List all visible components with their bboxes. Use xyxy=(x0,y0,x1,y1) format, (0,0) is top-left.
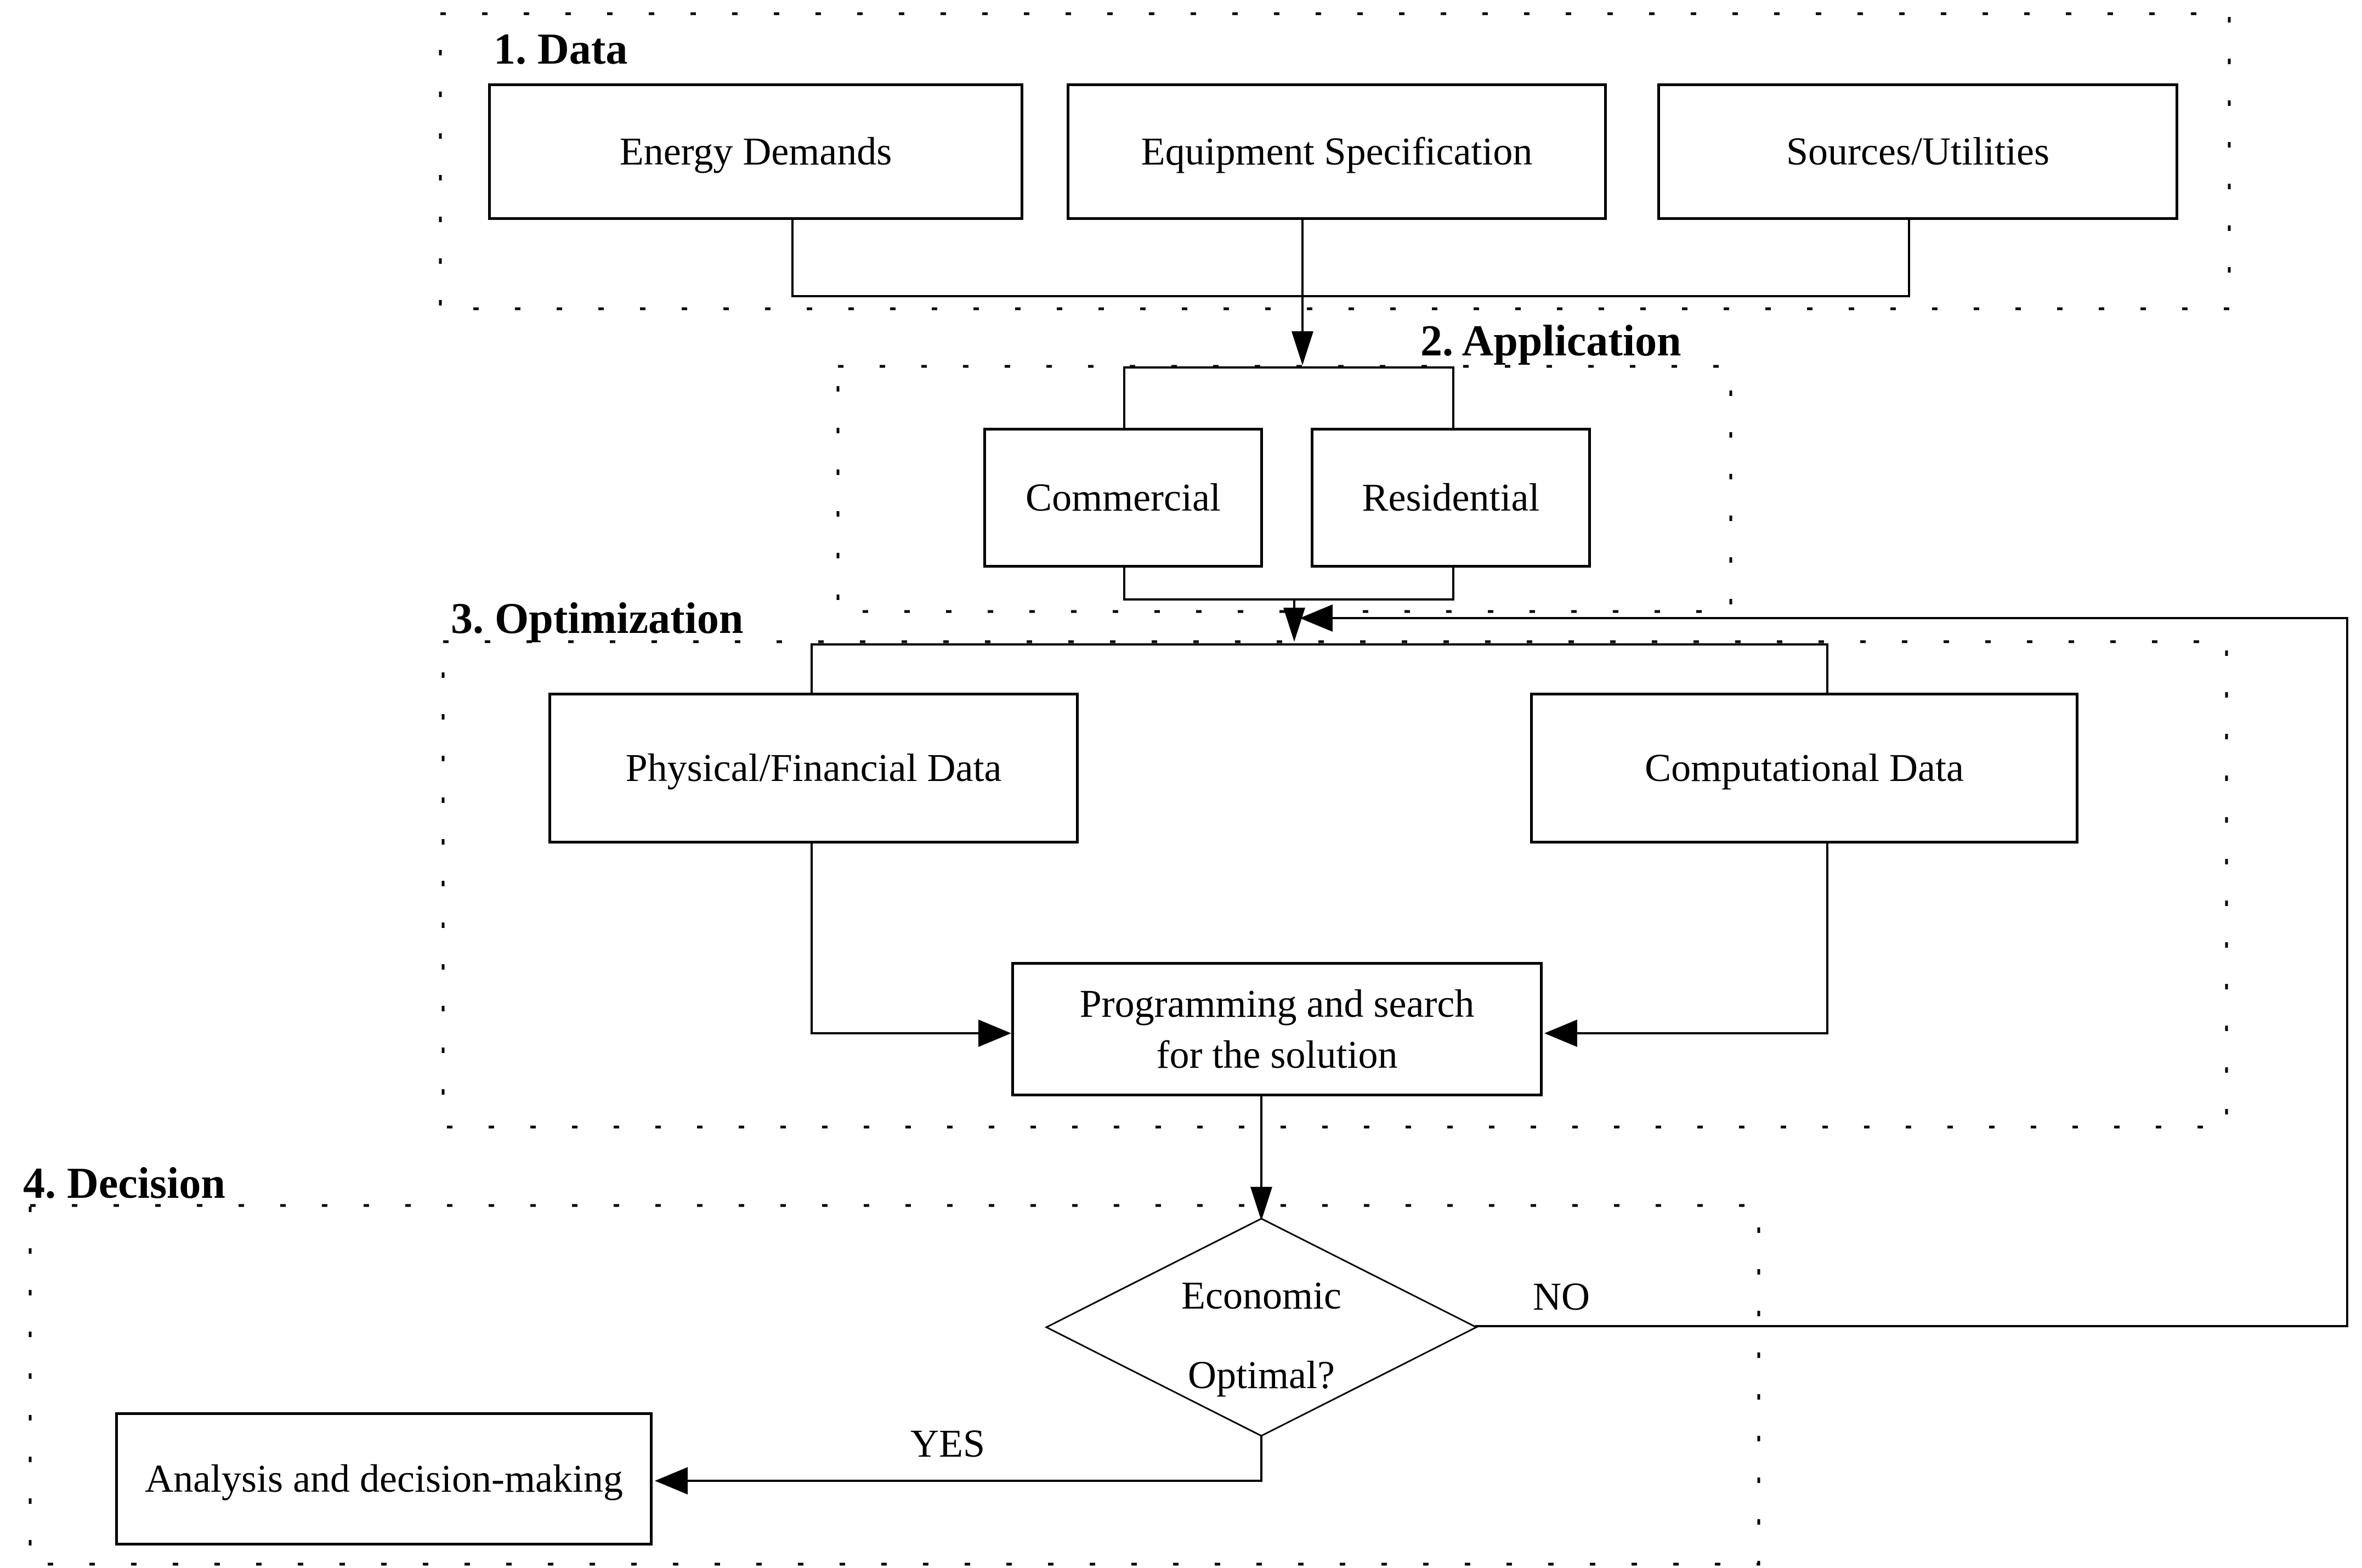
section-label-optimization: 3. Optimization xyxy=(451,595,744,643)
connector-yes-to-analysis xyxy=(688,1480,1262,1482)
arrowhead-no-feedback-icon xyxy=(1300,604,1333,632)
connector-computational-drop xyxy=(1826,643,1828,693)
section-label-decision: 4. Decision xyxy=(23,1159,225,1208)
edge-label-yes: YES xyxy=(910,1422,985,1465)
arrowhead-into-analysis-icon xyxy=(655,1467,688,1495)
connector-residential-down xyxy=(1452,568,1454,601)
arrowhead-down-to-application-icon xyxy=(1292,331,1313,365)
connector-application-merge-bar xyxy=(1123,598,1454,601)
node-physical-financial-data: Physical/Financial Data xyxy=(548,693,1079,844)
diamond-shape xyxy=(1044,1218,1479,1437)
node-analysis-decision-making-label: Analysis and decision-making xyxy=(145,1457,623,1501)
node-sources-utilities: Sources/Utilities xyxy=(1657,83,2178,220)
connector-energy-down xyxy=(791,220,794,297)
node-economic-optimal-text: Economic Optimal? xyxy=(1036,1256,1486,1415)
connector-no-feedback-bottom xyxy=(1475,1325,2348,1327)
section-label-application: 2. Application xyxy=(1420,317,1681,365)
section-optimization-border xyxy=(441,640,2228,1129)
connector-sources-down xyxy=(1908,220,1910,297)
connector-merge-down xyxy=(1293,598,1295,613)
node-energy-demands: Energy Demands xyxy=(488,83,1023,220)
node-computational-data: Computational Data xyxy=(1530,693,2078,844)
connector-no-feedback-top xyxy=(1333,617,2348,619)
connector-physical-drop xyxy=(811,643,813,693)
node-equipment-specification-label: Equipment Specification xyxy=(1141,129,1533,174)
connector-commercial-drop xyxy=(1123,366,1125,428)
connector-computational-down xyxy=(1826,844,1828,1034)
node-analysis-decision-making: Analysis and decision-making xyxy=(115,1412,653,1546)
arrowhead-into-programming-right-icon xyxy=(1544,1020,1577,1047)
node-computational-data-label: Computational Data xyxy=(1645,746,1964,790)
connector-commercial-down xyxy=(1123,568,1125,601)
node-economic-optimal-line1: Economic xyxy=(1181,1273,1341,1317)
section-application-border xyxy=(836,365,1732,613)
node-energy-demands-label: Energy Demands xyxy=(619,129,892,174)
arrowhead-down-to-decision-icon xyxy=(1250,1187,1272,1221)
node-economic-optimal-diamond xyxy=(1044,1218,1479,1437)
node-physical-financial-data-label: Physical/Financial Data xyxy=(625,746,1002,790)
node-commercial: Commercial xyxy=(983,428,1263,568)
node-commercial-label: Commercial xyxy=(1026,476,1221,520)
connector-physical-down xyxy=(811,844,813,1034)
node-equipment-specification: Equipment Specification xyxy=(1067,83,1607,220)
connector-no-feedback-right xyxy=(2346,617,2348,1327)
connector-data-collector-bar xyxy=(791,295,1910,297)
connector-decision-down xyxy=(1260,1433,1262,1482)
node-residential-label: Residential xyxy=(1362,476,1540,520)
connector-residential-drop xyxy=(1452,366,1454,428)
connector-computational-to-programming xyxy=(1577,1032,1828,1034)
node-programming-search: Programming and search for the solution xyxy=(1011,962,1543,1096)
connector-application-split-bar xyxy=(1123,366,1454,369)
edge-label-no: NO xyxy=(1533,1275,1590,1318)
arrowhead-into-programming-left-icon xyxy=(978,1020,1011,1047)
connector-equipment-down xyxy=(1301,220,1304,333)
connector-optimization-split-bar xyxy=(811,643,1828,646)
node-economic-optimal-line2: Optimal? xyxy=(1188,1353,1335,1397)
section-label-data: 1. Data xyxy=(494,25,628,73)
node-programming-search-line2: for the solution xyxy=(1156,1032,1398,1077)
node-residential: Residential xyxy=(1311,428,1591,568)
node-sources-utilities-label: Sources/Utilities xyxy=(1786,129,2049,174)
node-programming-search-line1: Programming and search xyxy=(1079,982,1475,1026)
connector-programming-down xyxy=(1260,1096,1262,1188)
connector-physical-to-programming xyxy=(811,1032,978,1034)
